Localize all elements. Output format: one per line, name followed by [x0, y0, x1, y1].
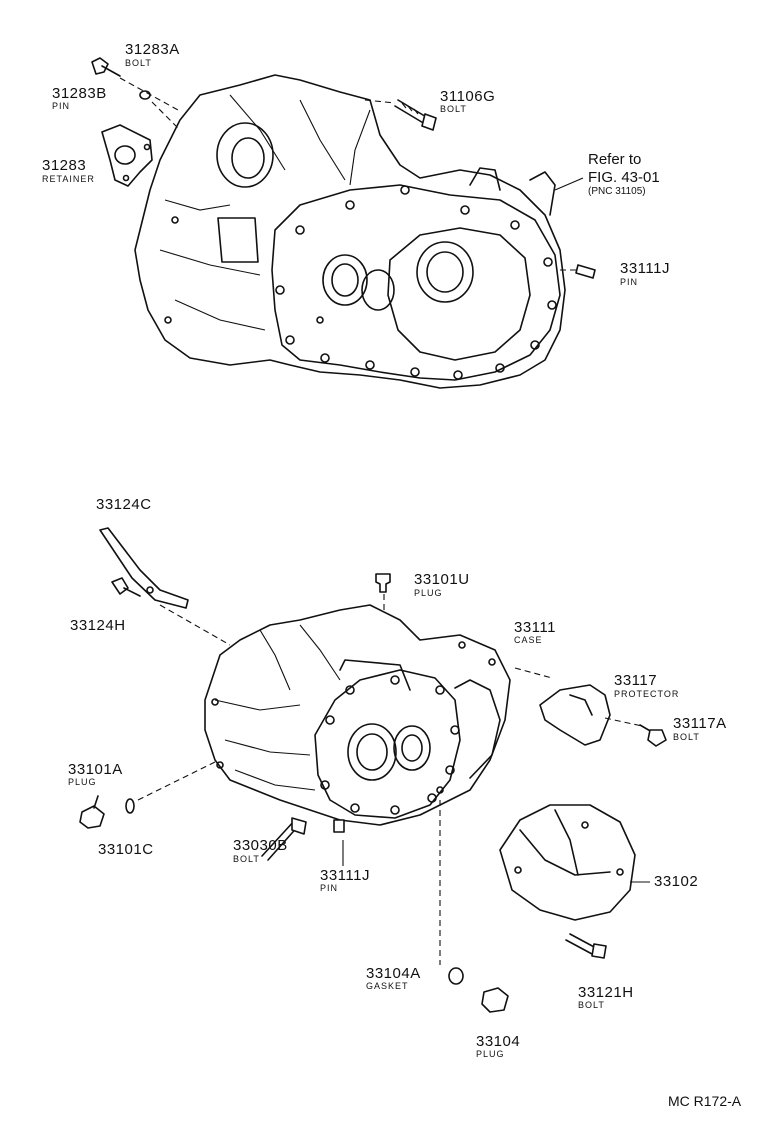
leader-33117 [514, 667, 553, 679]
part-desc-31106G: BOLT [440, 104, 467, 114]
bolt-33121H-drawing [565, 933, 607, 959]
refer-line3: (PNC 31105) [588, 186, 646, 197]
part-desc-33111J-upper: PIN [620, 277, 639, 287]
bolt-33117A-drawing [639, 724, 667, 747]
part-number-33101C: 33101C [98, 841, 154, 858]
retainer-31283-drawing [101, 124, 153, 187]
cover-33102-drawing [499, 804, 636, 921]
part-number-33104: 33104 [476, 1033, 521, 1050]
part-desc-33111J-lower: PIN [320, 883, 339, 893]
transmission-case [204, 604, 511, 826]
part-number-33102: 33102 [654, 873, 699, 890]
leader-31283B [151, 101, 181, 131]
part-number-33111: 33111 [514, 619, 556, 636]
plug-33101U-drawing [375, 573, 391, 593]
protector-33117-drawing [539, 684, 611, 746]
part-number-33117A: 33117A [673, 715, 727, 732]
plug-33104-drawing [481, 987, 509, 1013]
part-desc-31283A: BOLT [125, 58, 152, 68]
figure-code: MC R172-A [668, 1093, 742, 1109]
leader-31283A [119, 77, 179, 111]
part-desc-33101U: PLUG [414, 588, 443, 598]
part-desc-31283: RETAINER [42, 174, 95, 184]
part-desc-33117: PROTECTOR [614, 689, 680, 699]
washer-33101C-drawing [125, 798, 135, 814]
refer-line1: Refer to [588, 151, 642, 168]
bolt-33124H-drawing [111, 577, 141, 597]
bolt-33030B-drawing [261, 817, 307, 861]
part-desc-33111: CASE [514, 635, 543, 645]
part-number-31283: 31283 [42, 157, 87, 174]
part-number-31106G: 31106G [440, 88, 496, 105]
part-desc-33104A: GASKET [366, 981, 409, 991]
leader-33101C [137, 761, 216, 801]
part-desc-31283B: PIN [52, 101, 71, 111]
part-desc-33117A: BOLT [673, 732, 700, 742]
part-desc-33101A: PLUG [68, 777, 97, 787]
part-number-33124H: 33124H [70, 617, 126, 634]
lever-33124C-drawing [99, 527, 189, 609]
leader-33124C [159, 604, 231, 646]
bolt-31106G-drawing [394, 99, 437, 131]
part-desc-33121H: BOLT [578, 1000, 605, 1010]
leader-31106G [364, 99, 396, 104]
leader-33117A [604, 717, 643, 727]
plug-33101A-drawing [79, 795, 105, 829]
part-number-33111J-lower: 33111J [320, 867, 370, 884]
clutch-housing [134, 74, 566, 389]
gasket-33104A-drawing [448, 967, 464, 985]
pin-33111J-upper-drawing [575, 264, 596, 279]
part-number-33030B: 33030B [233, 837, 288, 854]
leader-refer [554, 177, 584, 191]
refer-line2[interactable]: FIG. 43-01 [588, 169, 660, 186]
bolt-31283A-drawing [91, 57, 121, 77]
part-number-33101A: 33101A [68, 761, 123, 778]
part-number-33117: 33117 [614, 672, 658, 689]
part-number-33101U: 33101U [414, 571, 470, 588]
part-number-31283A: 31283A [125, 41, 180, 58]
part-desc-33030B: BOLT [233, 854, 260, 864]
part-number-33111J-upper: 33111J [620, 260, 670, 277]
part-desc-33104: PLUG [476, 1049, 505, 1059]
part-number-33121H: 33121H [578, 984, 634, 1001]
pin-31283B-drawing [139, 90, 151, 100]
part-number-33124C: 33124C [96, 496, 152, 513]
part-number-33104A: 33104A [366, 965, 421, 982]
pin-33111J-lower-drawing [333, 819, 345, 833]
part-number-31283B: 31283B [52, 85, 107, 102]
